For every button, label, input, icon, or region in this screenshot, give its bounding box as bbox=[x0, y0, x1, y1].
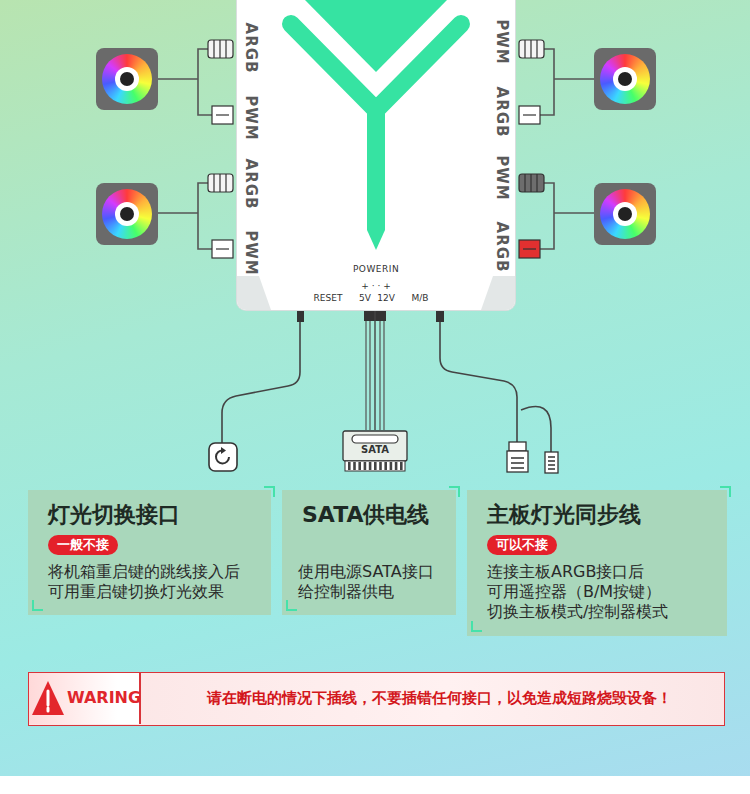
pin bbox=[348, 462, 351, 470]
panel-body: 连接主板ARGB接口后 可用遥控器（B/M按键） 切换主板模式/控制器模式 bbox=[487, 562, 715, 622]
panel-title: 灯光切换接口 bbox=[48, 500, 180, 530]
pin bbox=[374, 462, 377, 470]
power-label: 5V bbox=[359, 293, 371, 303]
node-text: 请在断电的情况下插线，不要插错任何接口，以免造成短路烧毁设备！ bbox=[161, 673, 718, 724]
reset-button bbox=[209, 443, 237, 471]
pin bbox=[390, 462, 393, 470]
pin bbox=[400, 462, 403, 470]
panel-title: SATA供电线 bbox=[302, 500, 430, 530]
port-label: ARGB bbox=[242, 23, 260, 74]
logo-arms bbox=[291, 24, 461, 110]
pin bbox=[369, 462, 372, 470]
power-label: + · · + bbox=[361, 281, 390, 291]
node-text: 可以不接 bbox=[496, 536, 548, 554]
port-label: PWM bbox=[493, 19, 511, 64]
info-panel: SATA供电线使用电源SATA接口 给控制器供电 bbox=[282, 490, 456, 615]
port-label: ARGB bbox=[493, 222, 511, 273]
pin bbox=[384, 462, 387, 470]
corner-mark bbox=[449, 486, 460, 497]
port-label: PWM bbox=[242, 230, 260, 275]
power-cable bbox=[374, 310, 375, 430]
power-label: M/B bbox=[412, 293, 429, 303]
badge: 一般不接 bbox=[48, 535, 118, 555]
power-label: 12V bbox=[377, 293, 395, 303]
fan bbox=[96, 183, 158, 245]
corner-mark bbox=[32, 600, 43, 611]
node-text: 一般不接 bbox=[57, 536, 109, 554]
warning-sign: WARING bbox=[29, 673, 141, 724]
pin bbox=[358, 462, 361, 470]
logo-stem bbox=[367, 110, 385, 250]
port-label: ARGB bbox=[242, 159, 260, 210]
controller-box: POWERIN bbox=[237, 0, 515, 310]
pin bbox=[353, 462, 356, 470]
panel-body: 将机箱重启键的跳线接入后 可用重启键切换灯光效果 bbox=[48, 562, 259, 602]
node-text: WARING bbox=[67, 688, 141, 707]
power-label: RESET bbox=[314, 293, 343, 303]
sata-connector: SATA bbox=[342, 430, 408, 472]
fan bbox=[594, 48, 656, 110]
corner-notch bbox=[481, 276, 515, 310]
warning-triangle bbox=[29, 673, 69, 724]
fan bbox=[96, 48, 158, 110]
corner-notch bbox=[237, 276, 271, 310]
node-text: POWERIN bbox=[237, 264, 515, 274]
panel-body: 使用电源SATA接口 给控制器供电 bbox=[298, 562, 448, 602]
port-label: PWM bbox=[493, 155, 511, 200]
warning-bar: 请在断电的情况下插线，不要插错任何接口，以免造成短路烧毁设备！ WARING bbox=[28, 672, 725, 726]
logo-shape bbox=[237, 0, 515, 310]
panel-title: 主板灯光同步线 bbox=[487, 500, 641, 530]
corner-mark bbox=[264, 486, 275, 497]
badge: 可以不接 bbox=[487, 535, 557, 555]
corner-mark bbox=[471, 621, 482, 632]
corner-mark bbox=[720, 486, 731, 497]
pin bbox=[364, 462, 367, 470]
info-panel: 主板灯光同步线连接主板ARGB接口后 可用遥控器（B/M按键） 切换主板模式/控… bbox=[467, 490, 727, 636]
fan bbox=[594, 183, 656, 245]
port-label: PWM bbox=[242, 95, 260, 140]
pin bbox=[379, 462, 382, 470]
pin bbox=[395, 462, 398, 470]
mb-plug bbox=[507, 442, 558, 473]
corner-mark bbox=[286, 600, 297, 611]
port-label: ARGB bbox=[493, 87, 511, 138]
node-text: SATA bbox=[342, 444, 408, 455]
info-panel: 灯光切换接口将机箱重启键的跳线接入后 可用重启键切换灯光效果 一般不接 bbox=[28, 490, 271, 615]
